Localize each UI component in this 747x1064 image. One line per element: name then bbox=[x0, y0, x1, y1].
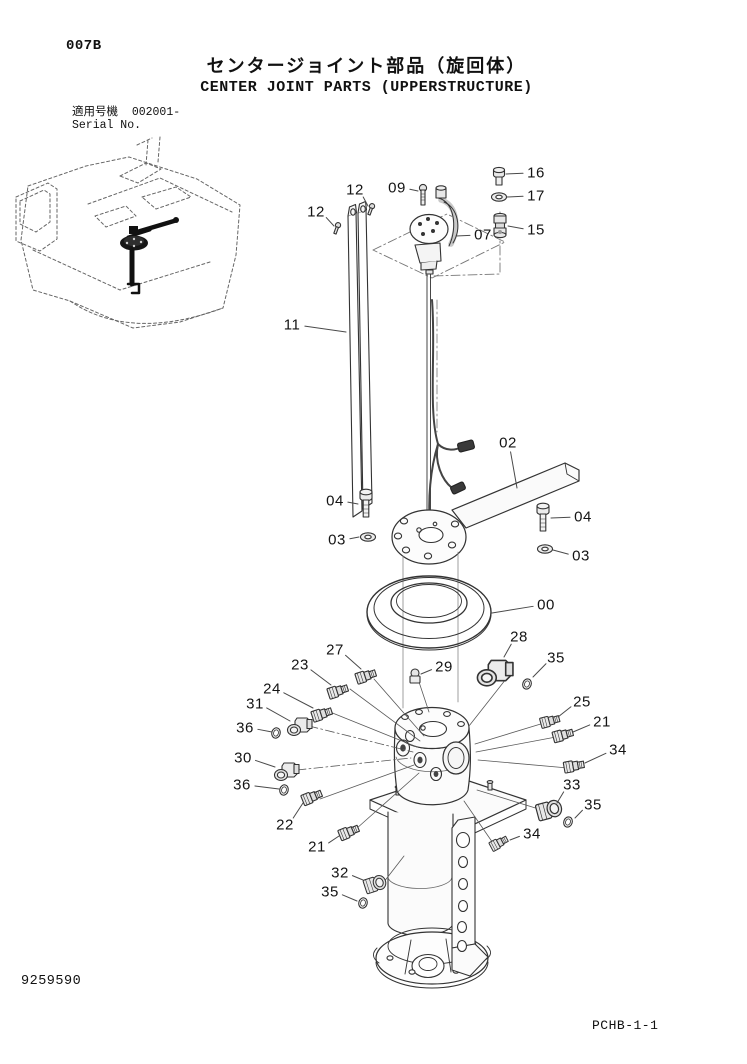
callout-17: 17 bbox=[527, 187, 545, 205]
part-11-bar bbox=[347, 200, 373, 518]
callout-09: 09 bbox=[388, 179, 406, 197]
part-36-oring bbox=[270, 726, 282, 740]
thumbnail-center-joint-highlight bbox=[120, 217, 179, 295]
callout-04: 04 bbox=[326, 492, 344, 510]
callout-30: 30 bbox=[234, 749, 252, 767]
part-35-oring bbox=[561, 815, 575, 829]
reference-lines bbox=[372, 211, 506, 279]
page-code: 007B bbox=[66, 38, 102, 54]
part-02-stopper-arm bbox=[391, 462, 580, 565]
serial-value: 002001- bbox=[131, 106, 181, 119]
serial-label-en: Serial No. bbox=[72, 119, 142, 132]
callout-16: 16 bbox=[527, 164, 545, 182]
part-25-fitting bbox=[538, 712, 562, 730]
assembly-lines bbox=[296, 678, 569, 888]
part-04-bolt bbox=[536, 502, 550, 532]
part-21-fitting bbox=[337, 822, 361, 842]
part-body-flange bbox=[369, 773, 527, 846]
callout-27: 27 bbox=[326, 641, 344, 659]
part-03-washer bbox=[359, 532, 377, 542]
part-04-bolt bbox=[359, 488, 373, 518]
callout-04: 04 bbox=[574, 508, 592, 526]
callout-03: 03 bbox=[572, 547, 590, 565]
document-number: 9259590 bbox=[21, 974, 82, 989]
callout-21: 21 bbox=[308, 838, 326, 856]
callout-03: 03 bbox=[328, 531, 346, 549]
part-21-fitting bbox=[551, 726, 575, 744]
part-16-bolt bbox=[492, 166, 506, 186]
callout-07: 07 bbox=[474, 226, 492, 244]
serial-block: 適用号機 002001- Serial No. bbox=[72, 106, 180, 132]
callout-11: 11 bbox=[283, 316, 301, 334]
title-english: CENTER JOINT PARTS (UPPERSTRUCTURE) bbox=[200, 79, 533, 96]
part-27-fitting bbox=[354, 667, 378, 685]
part-29-plug bbox=[409, 668, 421, 684]
part-center-joint-body bbox=[393, 706, 471, 806]
callout-34: 34 bbox=[609, 741, 627, 759]
callout-36: 36 bbox=[236, 719, 254, 737]
callout-12: 12 bbox=[346, 181, 364, 199]
callout-31: 31 bbox=[246, 695, 264, 713]
part-32-plug bbox=[362, 873, 389, 895]
callout-21: 21 bbox=[593, 713, 611, 731]
part-bottom-flange bbox=[373, 927, 491, 989]
callout-35: 35 bbox=[547, 649, 565, 667]
part-34-fitting bbox=[562, 758, 586, 774]
callout-24: 24 bbox=[263, 680, 281, 698]
callout-28: 28 bbox=[510, 628, 528, 646]
callout-00: 00 bbox=[537, 596, 555, 614]
part-31-elbow bbox=[286, 717, 313, 737]
part-09-bolt bbox=[418, 183, 428, 206]
callout-36: 36 bbox=[233, 776, 251, 794]
callout-15: 15 bbox=[527, 221, 545, 239]
part-36-oring bbox=[278, 783, 290, 797]
part-22-fitting bbox=[300, 787, 324, 807]
part-35-oring bbox=[520, 677, 534, 691]
part-03-washer bbox=[536, 544, 554, 554]
part-23-fitting bbox=[326, 682, 350, 700]
part-35-oring bbox=[357, 896, 369, 910]
title-japanese: センタージョイント部品（旋回体） bbox=[206, 56, 527, 76]
part-33-union bbox=[534, 798, 564, 822]
page-reference: PCHB-1-1 bbox=[592, 1018, 659, 1033]
callout-12: 12 bbox=[307, 203, 325, 221]
part-30-elbow bbox=[273, 762, 300, 782]
serial-label-ja: 適用号機 bbox=[72, 106, 118, 119]
part-07-swivel-head bbox=[409, 185, 459, 275]
part-12-pin bbox=[331, 221, 342, 236]
callout-29: 29 bbox=[435, 658, 453, 676]
part-15-fitting bbox=[493, 212, 507, 239]
part-34-fitting bbox=[488, 833, 510, 853]
callout-32: 32 bbox=[331, 864, 349, 882]
callout-22: 22 bbox=[276, 816, 294, 834]
part-12-pin bbox=[365, 202, 376, 217]
part-00-seal-ring bbox=[366, 551, 492, 709]
callout-34: 34 bbox=[523, 825, 541, 843]
part-rod-and-harness bbox=[426, 271, 475, 528]
callout-23: 23 bbox=[291, 656, 309, 674]
callout-25: 25 bbox=[573, 693, 591, 711]
callout-35: 35 bbox=[321, 883, 339, 901]
callout-leader-lines bbox=[254, 172, 607, 902]
callout-35: 35 bbox=[584, 796, 602, 814]
excavator-location-thumbnail bbox=[15, 136, 241, 329]
part-body-bracket bbox=[451, 816, 489, 977]
callout-02: 02 bbox=[499, 434, 517, 452]
fittings bbox=[270, 659, 586, 910]
part-17-washer bbox=[490, 192, 508, 202]
part-28-elbow bbox=[476, 659, 514, 687]
callout-33: 33 bbox=[563, 776, 581, 794]
part-24-fitting bbox=[310, 705, 334, 723]
part-lower-cylinder bbox=[387, 811, 454, 937]
